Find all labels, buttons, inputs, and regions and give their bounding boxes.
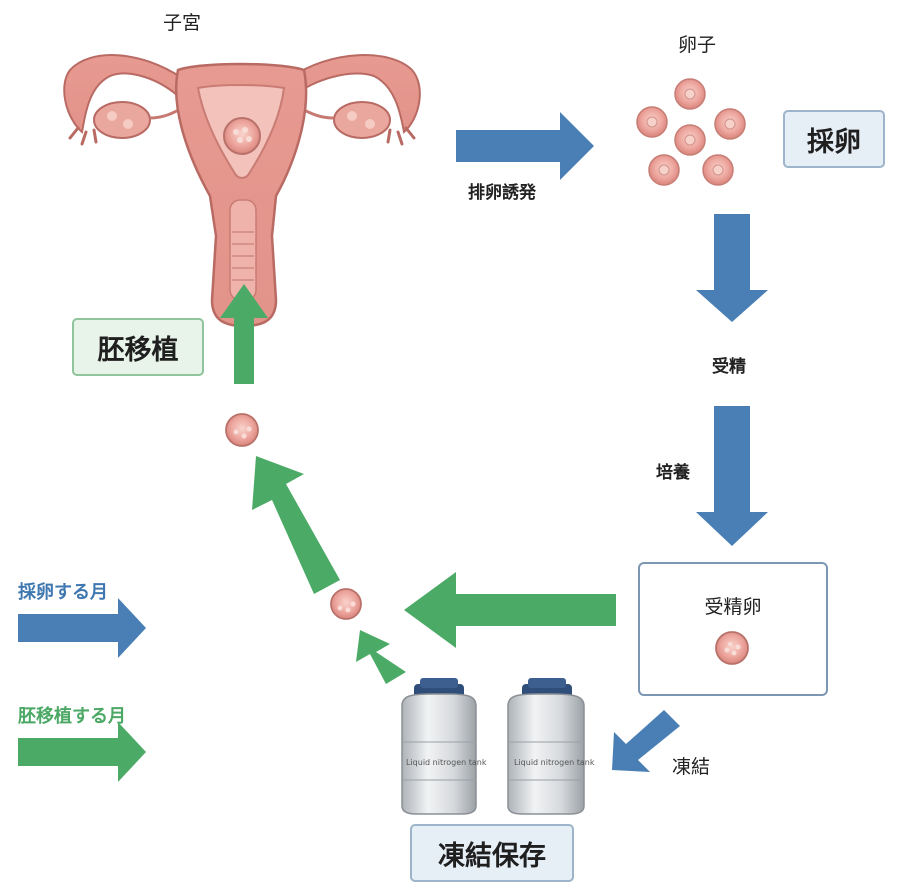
legend-transfer-month: 胚移植する月 <box>18 706 126 727</box>
arrow-from-fertilized-egg <box>404 572 616 648</box>
left-ovary <box>93 101 151 139</box>
uterus-label: 子宮 <box>163 12 202 34</box>
egg-nucleus <box>712 164 724 176</box>
egg-nucleus <box>724 118 736 130</box>
eggs-label: 卵子 <box>678 34 717 56</box>
right-ovary <box>333 101 391 139</box>
uterus-body <box>174 62 308 328</box>
right-nitrogen-tank <box>507 678 585 815</box>
uterus-embryo <box>223 117 261 155</box>
legend-green-arrow <box>18 722 146 782</box>
egg-nucleus <box>658 164 670 176</box>
legend-retrieval-month: 採卵する月 <box>18 582 108 603</box>
arrow-from-storage <box>356 630 406 684</box>
freeze-label: 凍結 <box>672 756 711 778</box>
blue-arrows <box>18 112 768 772</box>
embryo-transfer-box: 胚移植 <box>72 318 204 376</box>
thawed-embryo <box>330 588 362 620</box>
egg-nucleus <box>684 88 696 100</box>
egg-nucleus <box>684 134 696 146</box>
transfer-embryo <box>225 413 259 447</box>
egg-nucleus <box>646 116 658 128</box>
arrow-ovulation-induction <box>456 112 594 180</box>
arrow-culture <box>696 406 768 546</box>
fertilized-egg-box: 受精卵 <box>638 562 828 696</box>
right-fallopian-tube <box>288 54 421 134</box>
left-tank-label: Liquid nitrogen tank <box>406 758 487 767</box>
egg-retrieval-box: 採卵 <box>783 110 885 168</box>
fertilized-egg-icon <box>715 631 749 665</box>
arrow-embryo-transfer <box>220 284 268 384</box>
left-fallopian-tube <box>63 54 184 134</box>
green-arrows <box>18 284 616 782</box>
right-tank-label: Liquid nitrogen tank <box>514 758 595 767</box>
arrow-to-transfer-diagonal <box>252 456 340 594</box>
uterus-illustration <box>63 54 421 328</box>
egg-cluster <box>636 78 746 186</box>
cryo-storage-box: 凍結保存 <box>410 824 574 882</box>
left-nitrogen-tank <box>401 678 477 815</box>
ovulation-induction-label: 排卵誘発 <box>468 183 536 203</box>
fertilized-egg-label: 受精卵 <box>704 596 762 618</box>
culture-label: 培養 <box>656 463 690 483</box>
fertilization-label: 受精 <box>712 357 746 377</box>
legend-blue-arrow <box>18 598 146 658</box>
arrow-freeze <box>612 710 680 772</box>
arrow-to-fertilization <box>696 214 768 322</box>
